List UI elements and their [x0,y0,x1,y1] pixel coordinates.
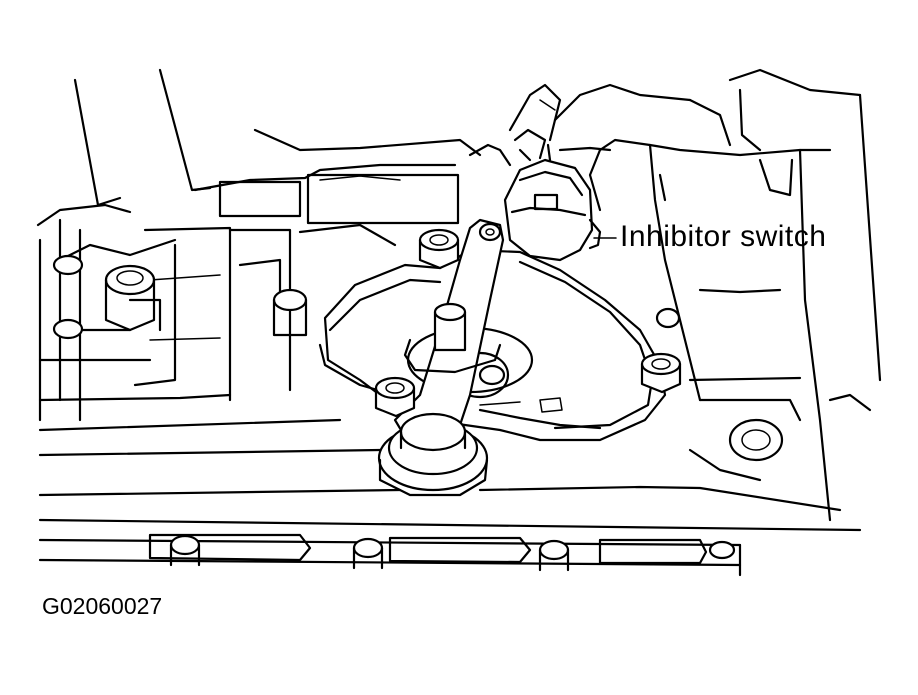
inhibitor-switch-label: Inhibitor switch [620,220,827,253]
figure-id: G02060027 [42,593,163,619]
mounting-bolts [374,228,682,418]
manual-lever [377,218,505,497]
transmission-case [36,68,882,577]
bolt-right [640,352,682,394]
bolt-left [374,376,416,418]
bolt-top [418,228,460,270]
